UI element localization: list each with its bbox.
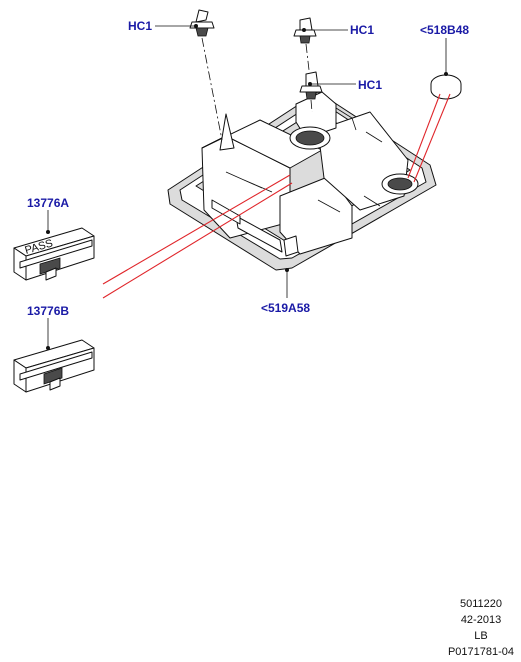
footer-line-3: LB [474,630,487,642]
alignment-line-right [305,43,310,71]
clip-top-left [189,9,215,37]
callout-switch-a: 13776A [27,196,69,210]
leader-lines [46,24,448,350]
red-line-switch-a [102,174,291,285]
cap-part [430,74,462,100]
console-front-tab [283,235,299,257]
console-detail-lines [225,107,383,213]
console-speaker-right-grille [387,177,413,191]
footer-line-1: 5011220 [460,598,502,610]
footer-line-2: 42-2013 [461,614,501,626]
alignment-line-middle [310,99,313,113]
red-line-switch-b [102,182,293,299]
red-line-cap-1 [407,93,441,179]
footer-line-4: P0171781-04 [448,646,514,658]
callout-clip-top-left: HC1 [128,19,152,33]
callout-clip-top-right: HC1 [350,23,374,37]
switch-13776b [13,339,95,393]
callout-console: <519A58 [261,301,310,315]
callout-clip-middle: HC1 [358,78,382,92]
red-line-cap-2 [413,93,451,183]
switch-13776a: PASS [13,227,95,281]
callout-switch-b: 13776B [27,304,69,318]
overhead-console-assembly [167,91,437,271]
console-spike [219,113,235,151]
callout-cap: <518B48 [420,23,469,37]
alignment-line-left [201,37,223,141]
console-speaker-top-grille [295,130,325,146]
console-front-rib [235,215,283,253]
